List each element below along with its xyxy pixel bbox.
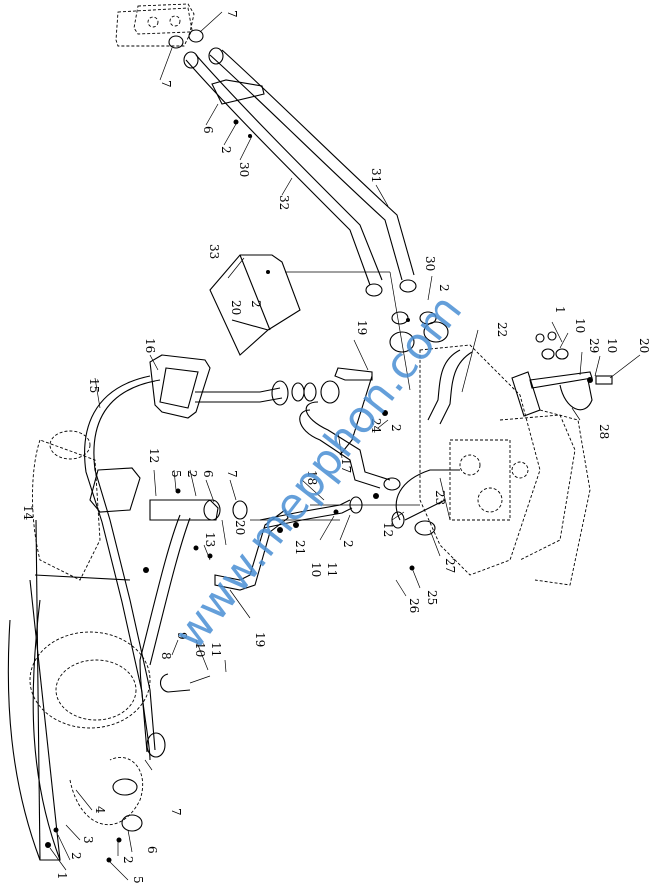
callout-15: 15 (87, 378, 101, 393)
callout-20: 20 (637, 338, 651, 353)
pipe-17 (299, 401, 401, 491)
hose-31 (208, 47, 417, 293)
callout-13: 13 (203, 532, 217, 547)
callout-10: 10 (309, 562, 323, 577)
hydraulic-valve (419, 344, 591, 586)
callout-28: 28 (597, 424, 611, 439)
callout-2: 2 (341, 540, 355, 548)
callout-19: 19 (355, 320, 369, 335)
hose-32 (183, 51, 383, 297)
mounting-plate (115, 3, 195, 47)
callout-30: 30 (237, 162, 251, 177)
u-bolt (159, 673, 211, 693)
hose-clamp (211, 79, 265, 105)
callout-16: 16 (143, 338, 157, 353)
tank-14 (7, 430, 151, 861)
callout-2: 2 (219, 146, 233, 154)
pipe-12-loop (391, 469, 460, 536)
handle-16 (149, 354, 211, 419)
callout-1: 1 (553, 306, 567, 314)
callout-2: 2 (185, 470, 199, 478)
leader-lines (49, 11, 641, 881)
fasteners (45, 119, 415, 863)
callout-14: 14 (21, 505, 35, 521)
o-ring (168, 29, 204, 49)
callout-2: 2 (437, 284, 451, 292)
callout-17: 17 (339, 458, 353, 473)
callout-33: 33 (207, 244, 221, 259)
callout-20: 20 (233, 520, 247, 535)
handle-lower (89, 467, 141, 513)
callout-2: 2 (249, 300, 263, 308)
callout-31: 31 (369, 168, 383, 183)
callout-2: 2 (121, 856, 135, 864)
callout-26: 26 (407, 598, 421, 613)
callout-23: 23 (433, 490, 447, 505)
callout-19: 19 (253, 632, 267, 647)
callout-27: 27 (443, 558, 457, 573)
callout-20: 20 (229, 300, 243, 315)
valve-fittings (389, 311, 449, 353)
callout-10: 10 (573, 318, 587, 333)
callout-11: 11 (209, 642, 223, 657)
callout-6: 6 (201, 470, 215, 478)
callout-7: 7 (225, 10, 239, 18)
callout-30: 30 (423, 256, 437, 271)
callout-7: 7 (159, 80, 173, 88)
callout-11: 11 (325, 562, 339, 577)
callout-1: 1 (55, 872, 69, 880)
callout-10: 10 (193, 642, 207, 657)
callout-7: 7 (169, 808, 183, 816)
callout-25: 25 (425, 590, 439, 605)
fitting-center-left (139, 499, 248, 761)
callout-21: 21 (293, 540, 307, 555)
callout-5: 5 (131, 876, 145, 884)
callout-5: 5 (169, 470, 183, 478)
callout-18: 18 (305, 470, 319, 485)
callout-8: 8 (159, 652, 173, 660)
callout-2: 2 (389, 424, 403, 432)
callout-10: 10 (605, 338, 619, 353)
callout-24: 24 (369, 418, 383, 434)
pipe-22 (427, 349, 473, 425)
callout-6: 6 (145, 846, 159, 854)
callout-32: 32 (277, 195, 291, 210)
pipe-15 (84, 375, 340, 753)
callout-3: 3 (81, 836, 95, 844)
bracket-33 (209, 254, 411, 391)
valve-bracket-28 (511, 331, 613, 417)
callout-12: 12 (381, 522, 395, 537)
callout-6: 6 (201, 126, 215, 134)
callout-12: 12 (147, 448, 161, 463)
callout-7: 7 (225, 470, 239, 478)
callout-2: 2 (69, 852, 83, 860)
callout-29: 29 (587, 338, 601, 353)
bracket-19-upper (334, 367, 373, 456)
callout-22: 22 (495, 322, 509, 337)
callout-4: 4 (93, 806, 107, 814)
callout-9: 9 (175, 632, 189, 640)
bracket-19-lower (214, 509, 289, 591)
callout-labels: 7 7 6 2 30 32 31 33 20 2 30 2 1 10 29 10… (21, 10, 651, 884)
